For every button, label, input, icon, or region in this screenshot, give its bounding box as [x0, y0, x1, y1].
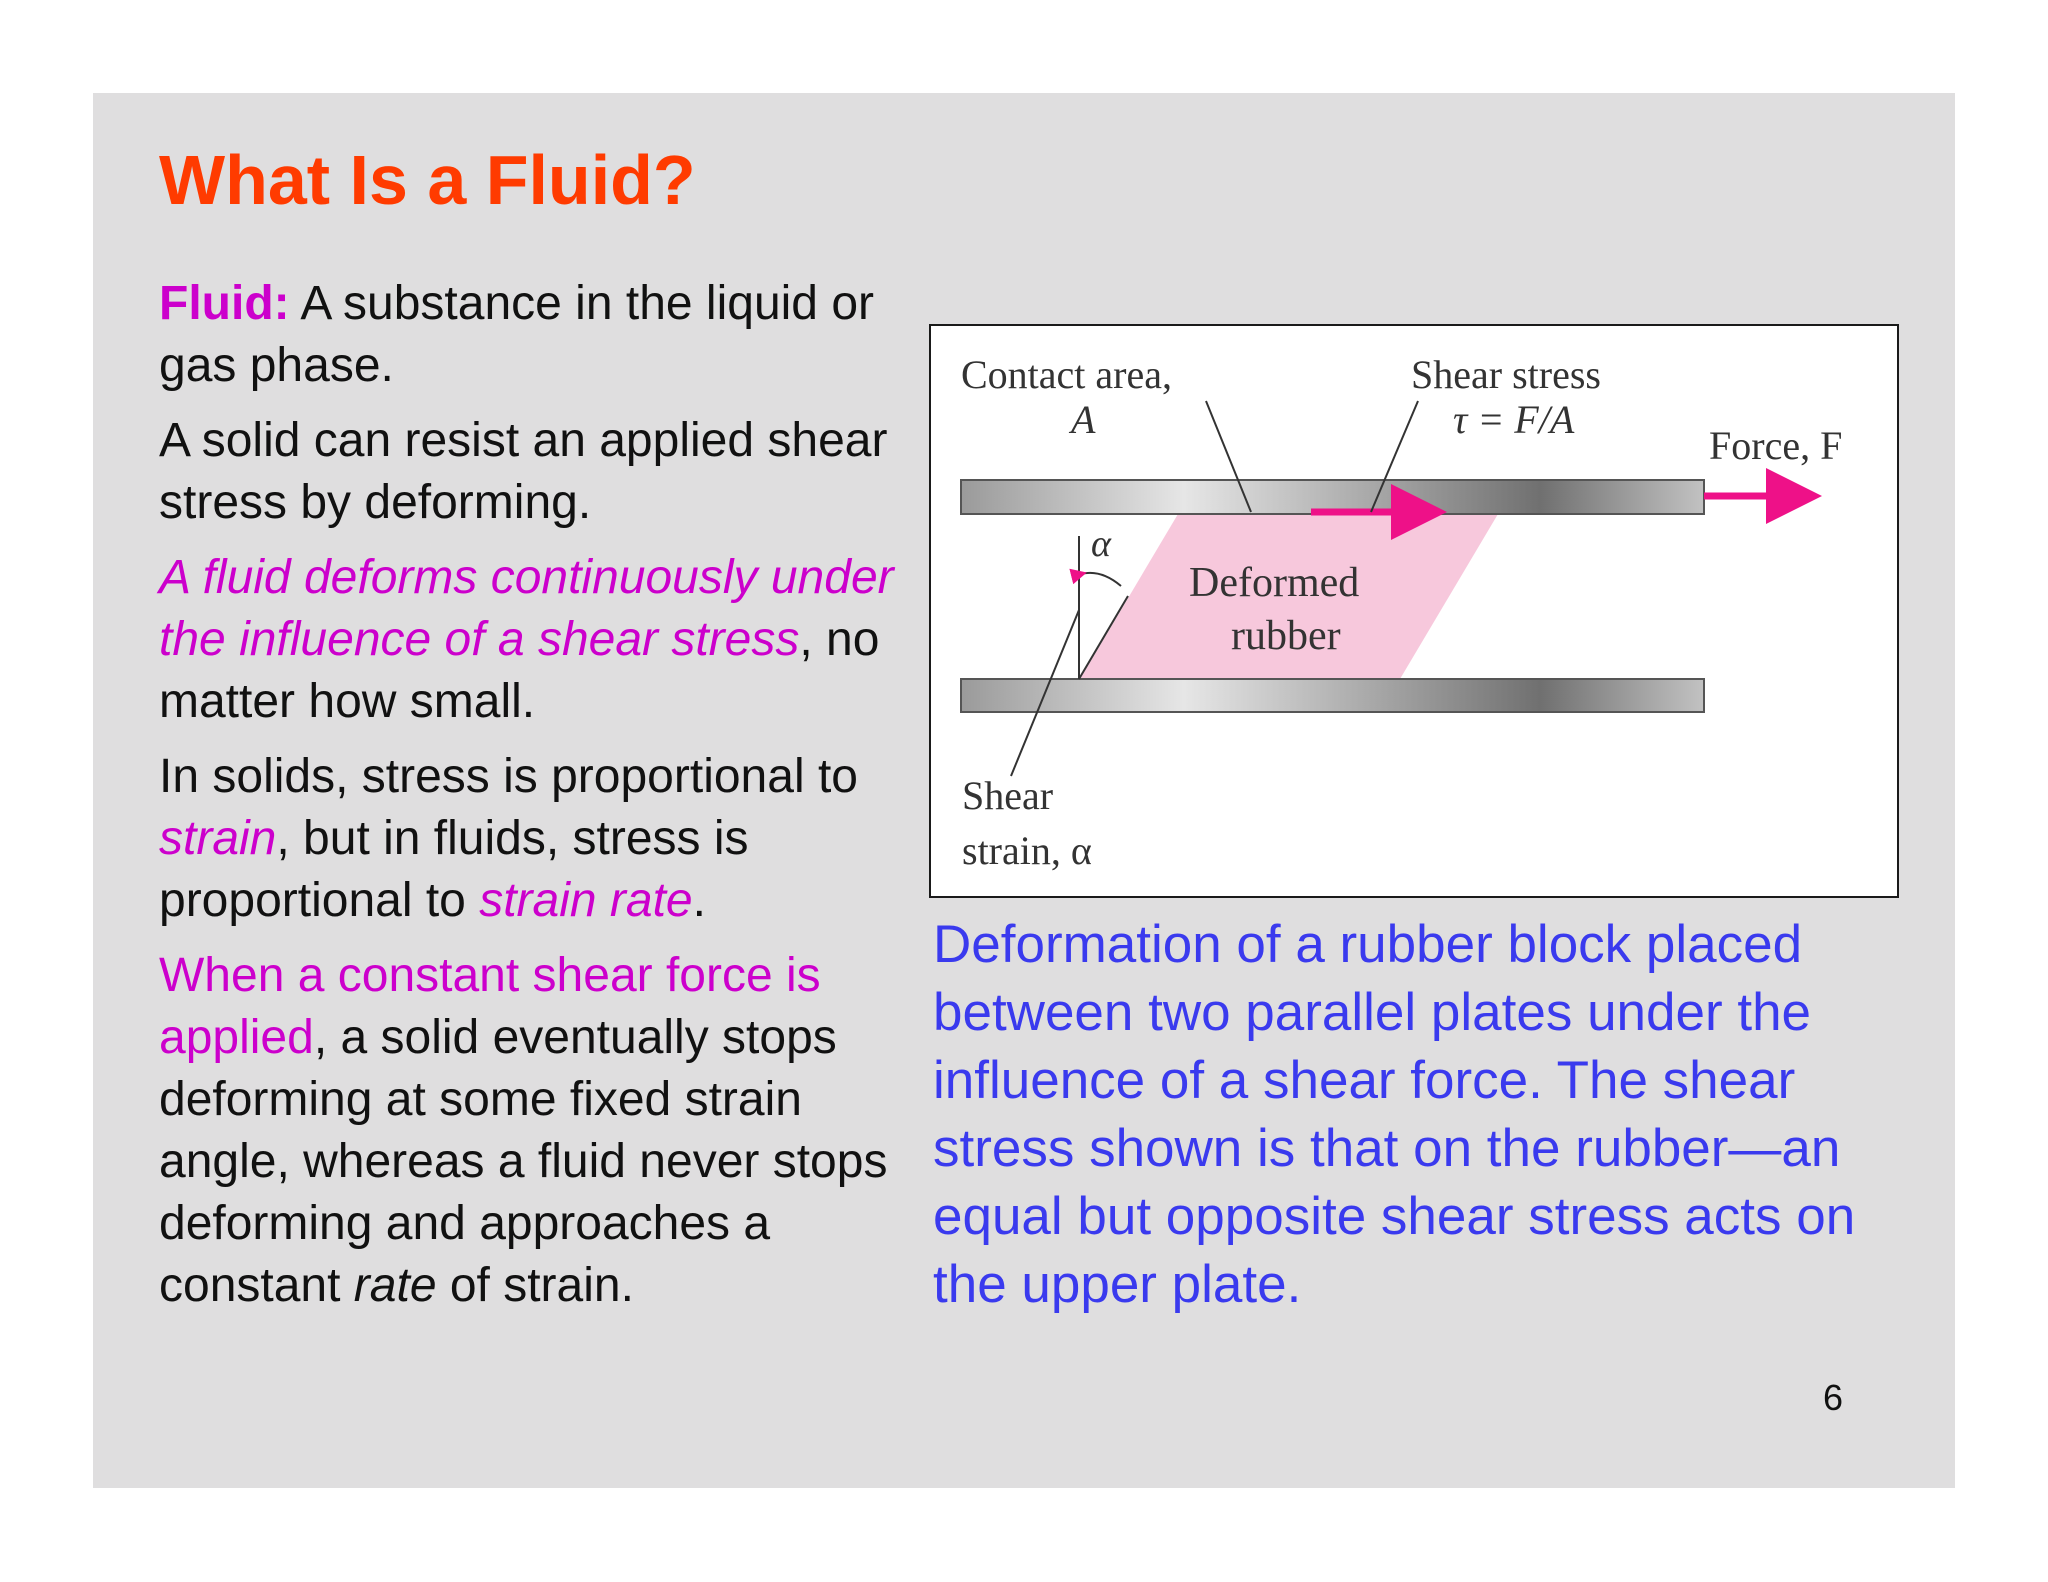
paragraph-stress-proportional: In solids, stress is proportional to str…	[159, 746, 919, 932]
constant-force-emphasis: When a constant shear force is applied	[159, 949, 821, 1064]
figure-caption: Deformation of a rubber block placed bet…	[933, 915, 1856, 1314]
constant-force-text-b: of strain.	[436, 1259, 634, 1312]
slide: What Is a Fluid? Fluid: A substance in t…	[93, 93, 1955, 1488]
strain-angle-arc	[1069, 568, 1122, 587]
rubber-label: rubber	[1231, 613, 1341, 659]
shear-diagram-svg: Contact area, A Shear stress τ = F/A For…	[960, 352, 1842, 873]
fluid-deforms-emphasis: A fluid deforms continuously under the i…	[159, 551, 894, 666]
deformed-rubber-block	[1080, 514, 1498, 679]
paragraph-fluid-definition: Fluid: A substance in the liquid or gas …	[159, 273, 919, 397]
strain-emphasis: strain	[159, 812, 277, 865]
shear-stress-formula: τ = F/A	[1453, 397, 1575, 442]
paragraph-constant-force: When a constant shear force is applied, …	[159, 945, 919, 1317]
shear-stress-leader	[1370, 400, 1419, 513]
paragraph-fluid-deforms: A fluid deforms continuously under the i…	[159, 547, 919, 733]
contact-area-label: Contact area,	[961, 352, 1172, 397]
fluid-deforms-text: , no matter how small.	[159, 613, 880, 728]
paragraph-solid-resist: A solid can resist an applied shear stre…	[159, 410, 919, 534]
contact-area-leader	[1205, 400, 1252, 513]
slanted-edge-line	[1078, 595, 1129, 680]
definition-text: Fluid: A substance in the liquid or gas …	[159, 273, 919, 1330]
stress-text-c: .	[692, 874, 706, 927]
contact-area-symbol: A	[1068, 397, 1096, 442]
page-number: 6	[1823, 1377, 1844, 1418]
deformed-label: Deformed	[1189, 560, 1359, 606]
shear-strain-label: Shear	[962, 773, 1053, 818]
fluid-term: Fluid:	[159, 277, 290, 330]
stress-text-b: , but in fluids, stress is proportional …	[159, 812, 749, 927]
solid-resist-text: A solid can resist an applied shear stre…	[159, 414, 888, 529]
shear-diagram: Contact area, A Shear stress τ = F/A For…	[929, 324, 1899, 898]
shear-strain-leader	[1010, 609, 1080, 777]
lower-plate	[960, 678, 1705, 713]
rate-emphasis: rate	[353, 1259, 437, 1312]
strain-rate-emphasis: strain rate	[479, 874, 693, 927]
shear-stress-label: Shear stress	[1411, 352, 1601, 397]
fluid-definition: A substance in the liquid or gas phase.	[159, 277, 875, 392]
force-label: Force, F	[1709, 423, 1842, 468]
stress-text-a: In solids, stress is proportional to	[159, 750, 858, 803]
constant-force-text-a: , a solid eventually stops deforming at …	[159, 1011, 888, 1312]
slide-title: What Is a Fluid?	[159, 141, 696, 219]
alpha-label: α	[1091, 523, 1112, 565]
shear-strain-symbol: strain, α	[962, 828, 1092, 873]
